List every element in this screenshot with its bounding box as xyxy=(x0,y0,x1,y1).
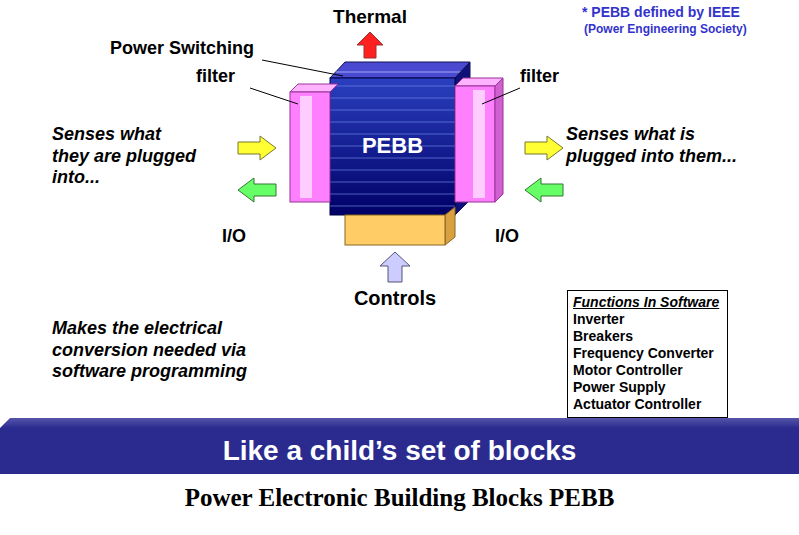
output-arrow xyxy=(525,136,563,160)
io-note: Senses what they are plugged into... xyxy=(52,124,202,189)
io-label-holder: I/O xyxy=(222,226,272,248)
io-label: I/O xyxy=(222,226,272,248)
leader-line xyxy=(262,60,343,76)
io-note-holder: Senses what is plugged into them... xyxy=(566,124,756,167)
part-name-holder: filter xyxy=(520,66,580,88)
io-label-holder: I/O xyxy=(495,226,545,248)
function-list-box: Functions In SoftwareInverterBreakersFre… xyxy=(567,290,728,418)
list-item: Power Supply xyxy=(573,379,719,396)
list-item: Actuator Controller xyxy=(573,396,719,413)
filter-top xyxy=(290,84,338,92)
controls-block-side xyxy=(445,207,455,245)
thermal-label: Thermal xyxy=(320,6,420,29)
input-arrow xyxy=(238,136,276,160)
cube-top xyxy=(330,62,470,78)
part-name: Power Switching xyxy=(110,38,280,60)
part-name-holder: filter xyxy=(196,66,256,88)
note-text: Makes the electrical conversion needed v… xyxy=(52,318,322,383)
controls-label: Controls xyxy=(325,286,465,310)
filter-highlight xyxy=(300,96,312,198)
filter-block xyxy=(290,92,330,202)
io-label: I/O xyxy=(495,226,545,248)
footnote: (Power Engineering Society) xyxy=(584,22,796,36)
controls-label-holder: Controls xyxy=(325,286,465,310)
filter-block xyxy=(455,86,495,202)
list-item: Motor Controller xyxy=(573,362,719,379)
controls-block xyxy=(345,215,445,245)
cube-stripes xyxy=(330,78,455,215)
block-label: Like a child’s set of blocks xyxy=(223,434,577,468)
list-heading: Functions In Software xyxy=(573,294,719,311)
output-arrow xyxy=(238,178,276,202)
note-text-holder: Makes the electrical conversion needed v… xyxy=(52,318,322,383)
part-name: filter xyxy=(520,66,580,88)
part-name-holder: Power Switching xyxy=(110,38,280,60)
caption: Power Electronic Building Blocks PEBB xyxy=(0,484,799,512)
list-item: Inverter xyxy=(573,311,719,328)
io-note: Senses what is plugged into them... xyxy=(566,124,756,167)
controls-arrow xyxy=(380,252,410,282)
band-top-edge xyxy=(0,418,799,428)
part-name: filter xyxy=(196,66,256,88)
footnote: * PEBB defined by IEEE xyxy=(582,4,796,21)
cube-top-stripe xyxy=(336,72,461,73)
io-note-holder: Senses what they are plugged into... xyxy=(52,124,202,189)
thermal-label-holder: Thermal xyxy=(320,6,420,29)
input-arrow xyxy=(525,178,563,202)
caption-holder: Power Electronic Building Blocks PEBB xyxy=(0,484,799,512)
list-item: Breakers xyxy=(573,328,719,345)
pebb-block: PEBB xyxy=(330,78,455,215)
cube-front xyxy=(330,78,455,215)
footnote-holder: * PEBB defined by IEEE xyxy=(582,4,796,21)
leader-line xyxy=(250,88,298,104)
footnote-holder: (Power Engineering Society) xyxy=(584,22,796,36)
block-label: PEBB xyxy=(362,133,423,159)
filter-highlight xyxy=(473,90,485,198)
list-item: Frequency Converter xyxy=(573,345,719,362)
leader-line xyxy=(482,88,520,104)
thermal-arrow xyxy=(357,32,383,58)
banner-band: Like a child’s set of blocks xyxy=(0,428,799,474)
